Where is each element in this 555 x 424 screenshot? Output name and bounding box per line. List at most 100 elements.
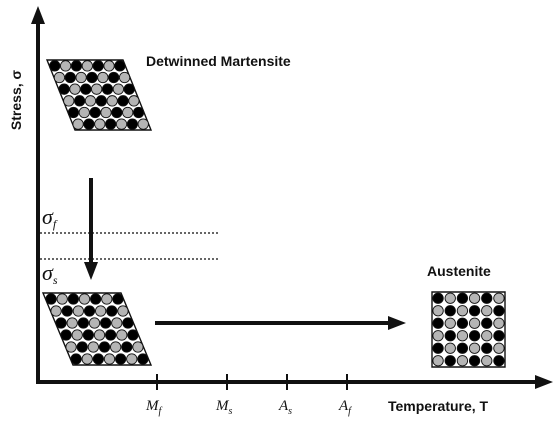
atom-black <box>92 353 105 365</box>
atom-black <box>137 353 149 365</box>
atom-grey <box>493 292 505 304</box>
atom-grey <box>50 305 62 317</box>
atom-grey <box>432 330 444 342</box>
atom-black <box>73 95 86 107</box>
atom-black <box>60 329 72 341</box>
atom-black <box>89 106 101 119</box>
detwinned-martensite-lattice <box>45 59 153 131</box>
atom-black <box>101 83 114 95</box>
atom-black <box>70 60 83 72</box>
atom-black <box>49 60 61 72</box>
austenite-lattice <box>431 291 506 368</box>
atom-grey <box>94 305 107 317</box>
sigma-s-label: σs <box>42 260 58 287</box>
atom-black <box>70 353 82 365</box>
atom-grey <box>481 305 493 317</box>
atom-black <box>432 317 444 329</box>
atom-grey <box>81 60 93 72</box>
atom-grey <box>66 317 78 329</box>
atom-grey <box>106 95 118 107</box>
atom-grey <box>63 95 75 107</box>
atom-grey <box>128 95 140 107</box>
atom-grey <box>88 317 101 329</box>
lattice-frame <box>431 291 506 368</box>
atom-grey <box>432 355 444 367</box>
atom-grey <box>56 293 68 305</box>
atom-grey <box>444 292 456 304</box>
atom-black <box>493 330 505 342</box>
atom-grey <box>456 305 469 317</box>
atom-black <box>67 106 80 119</box>
atom-black <box>67 293 80 305</box>
atom-black <box>127 329 139 341</box>
atom-grey <box>84 95 97 107</box>
atom-black <box>89 293 102 305</box>
atom-grey <box>78 293 91 305</box>
atom-black <box>114 353 127 365</box>
atom-grey <box>53 71 66 84</box>
atom-black <box>61 305 73 317</box>
atom-black <box>112 293 124 305</box>
tick-label-af: Af <box>338 398 352 417</box>
atom-black <box>45 293 57 305</box>
atom-grey <box>101 293 113 305</box>
atom-grey <box>97 71 109 84</box>
atom-grey <box>468 342 481 354</box>
atom-black <box>86 71 98 84</box>
atom-grey <box>481 355 493 367</box>
atom-grey <box>103 353 116 365</box>
atom-grey <box>72 305 85 317</box>
atom-black <box>82 329 95 341</box>
tick-label-ms: Ms <box>215 398 233 417</box>
atom-grey <box>78 106 90 119</box>
atom-grey <box>59 60 72 72</box>
atom-black <box>80 83 92 95</box>
atom-black <box>126 118 139 130</box>
atom-grey <box>493 342 505 354</box>
austenite-label: Austenite <box>427 263 491 279</box>
atom-black <box>106 305 118 317</box>
tick-label-as: As <box>278 398 292 417</box>
atom-grey <box>444 317 456 329</box>
atom-black <box>83 118 95 130</box>
atom-grey <box>137 118 149 130</box>
atom-black <box>117 95 129 107</box>
atom-black <box>432 292 444 304</box>
atom-black <box>493 305 505 317</box>
atom-grey <box>71 329 83 341</box>
atom-black <box>92 60 104 72</box>
atom-grey <box>116 329 128 341</box>
atom-grey <box>109 341 122 353</box>
heating-arrowhead <box>388 316 406 330</box>
atom-grey <box>87 341 100 353</box>
atom-grey <box>456 355 469 367</box>
atom-grey <box>122 106 134 119</box>
atom-black <box>123 83 135 95</box>
atom-black <box>77 317 90 329</box>
atom-black <box>95 95 107 107</box>
atom-grey <box>93 329 106 341</box>
atom-grey <box>72 118 84 130</box>
atom-grey <box>132 341 144 353</box>
atom-black <box>468 355 481 367</box>
atom-black <box>114 60 126 72</box>
atom-black <box>444 355 456 367</box>
atom-black <box>481 292 493 304</box>
atom-grey <box>115 118 128 130</box>
atom-black <box>122 317 134 329</box>
atom-grey <box>69 83 81 95</box>
atom-grey <box>112 83 125 95</box>
atom-black <box>99 317 112 329</box>
atom-grey <box>91 83 103 95</box>
atom-black <box>132 106 145 119</box>
detwinned-martensite-label: Detwinned Martensite <box>146 53 291 69</box>
atom-black <box>111 106 123 119</box>
atom-grey <box>65 341 77 353</box>
atom-black <box>456 342 469 354</box>
atom-grey <box>126 353 138 365</box>
atom-black <box>481 342 493 354</box>
y-axis-label: Stress, σ <box>8 70 24 131</box>
x-axis-arrowhead <box>535 375 553 389</box>
x-axis-label: Temperature, T <box>388 398 489 414</box>
atom-grey <box>118 71 131 84</box>
